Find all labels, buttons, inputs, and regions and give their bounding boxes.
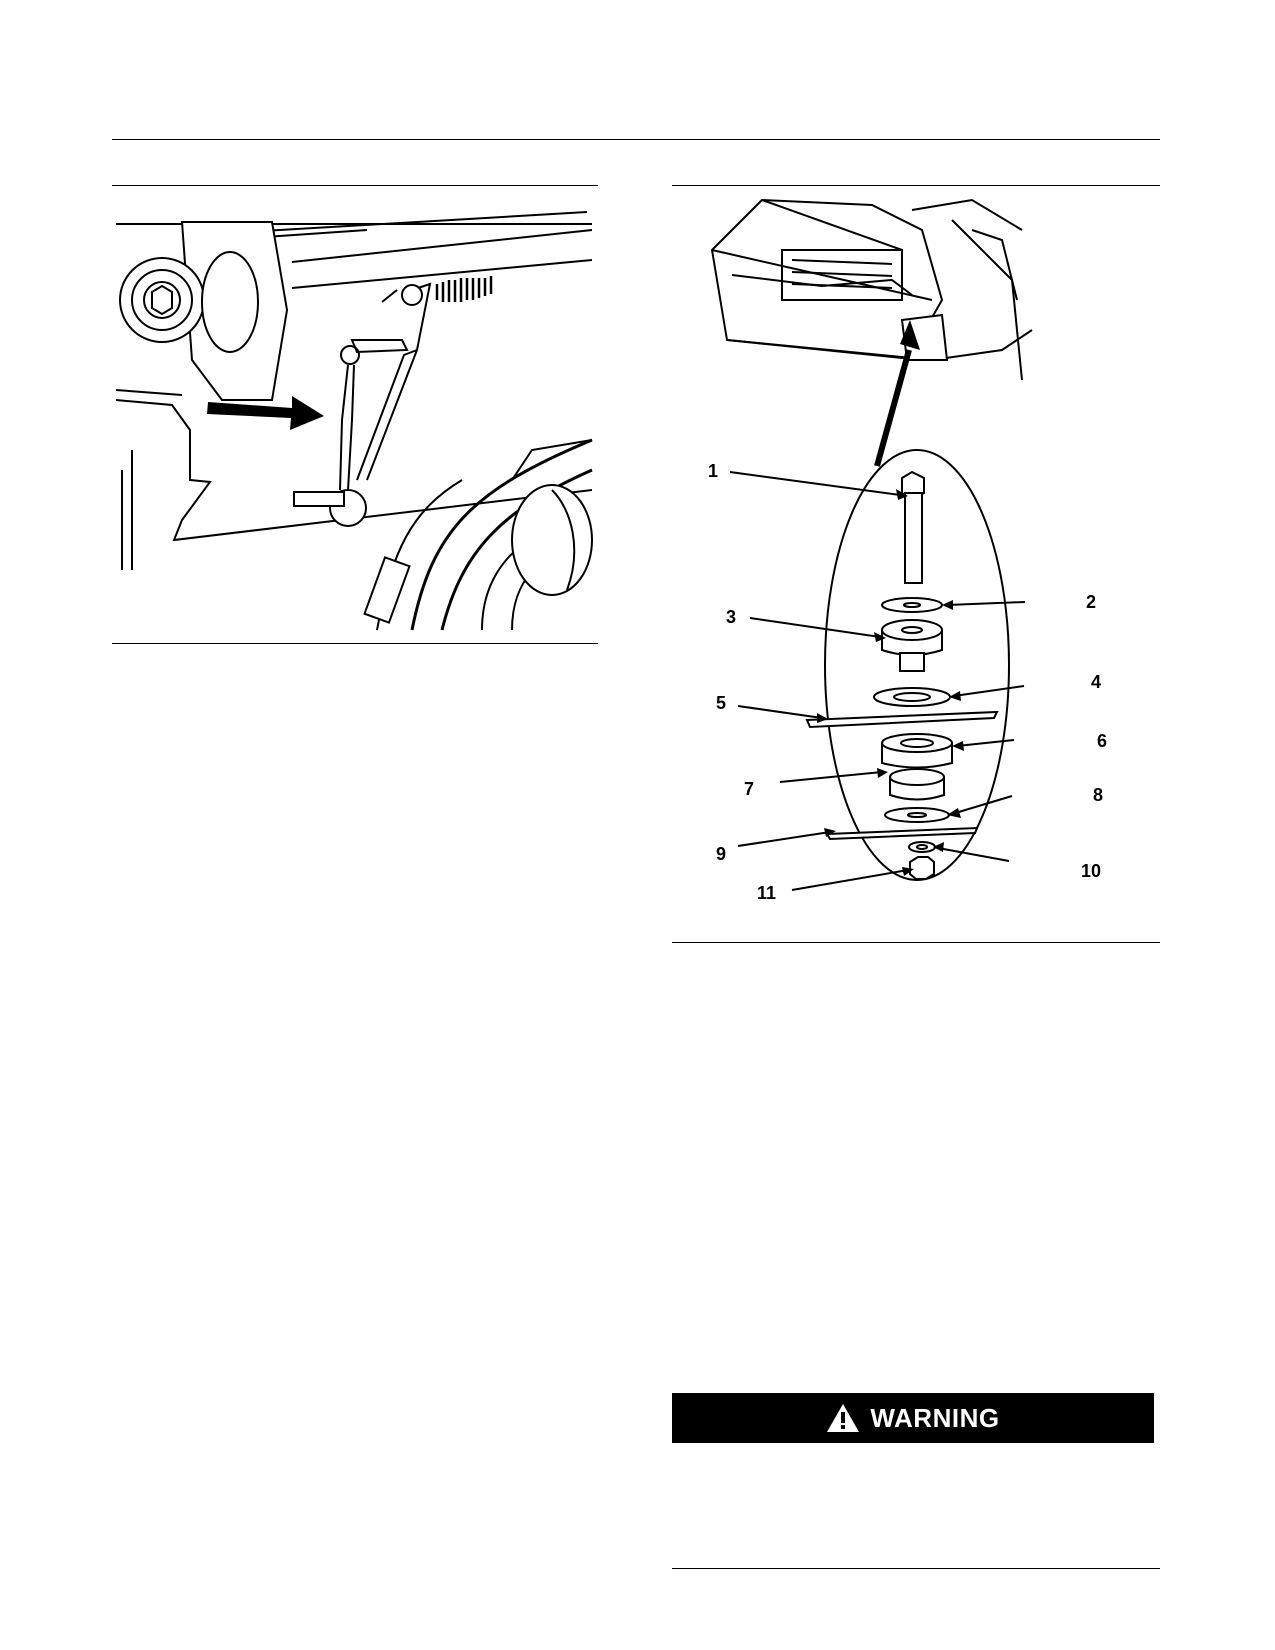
footer-rule: [672, 1568, 1160, 1569]
callout-11: 11: [757, 883, 777, 903]
callout-10: 10: [1081, 861, 1102, 881]
right-figure-bottom-rule: [672, 942, 1160, 943]
callout-6: 6: [1097, 731, 1108, 751]
left-figure-bottom-rule: [112, 643, 598, 644]
callout-4: 4: [1091, 672, 1102, 692]
callout-5: 5: [716, 693, 727, 713]
callout-1: 1: [708, 461, 719, 481]
left-figure-top-rule: [112, 185, 598, 186]
callout-8: 8: [1093, 785, 1104, 805]
warning-triangle-icon: [827, 1404, 860, 1432]
callout-2: 2: [1086, 592, 1097, 612]
callout-9: 9: [716, 844, 727, 864]
callout-7: 7: [744, 779, 755, 799]
right-illustration: [710, 198, 1033, 891]
left-illustration: [115, 211, 593, 631]
callout-3: 3: [726, 607, 737, 627]
warning-label: WARNING: [870, 1402, 1000, 1433]
header-rule: [112, 139, 1160, 140]
warning-banner: WARNING: [672, 1393, 1154, 1443]
right-figure-top-rule: [672, 185, 1160, 186]
